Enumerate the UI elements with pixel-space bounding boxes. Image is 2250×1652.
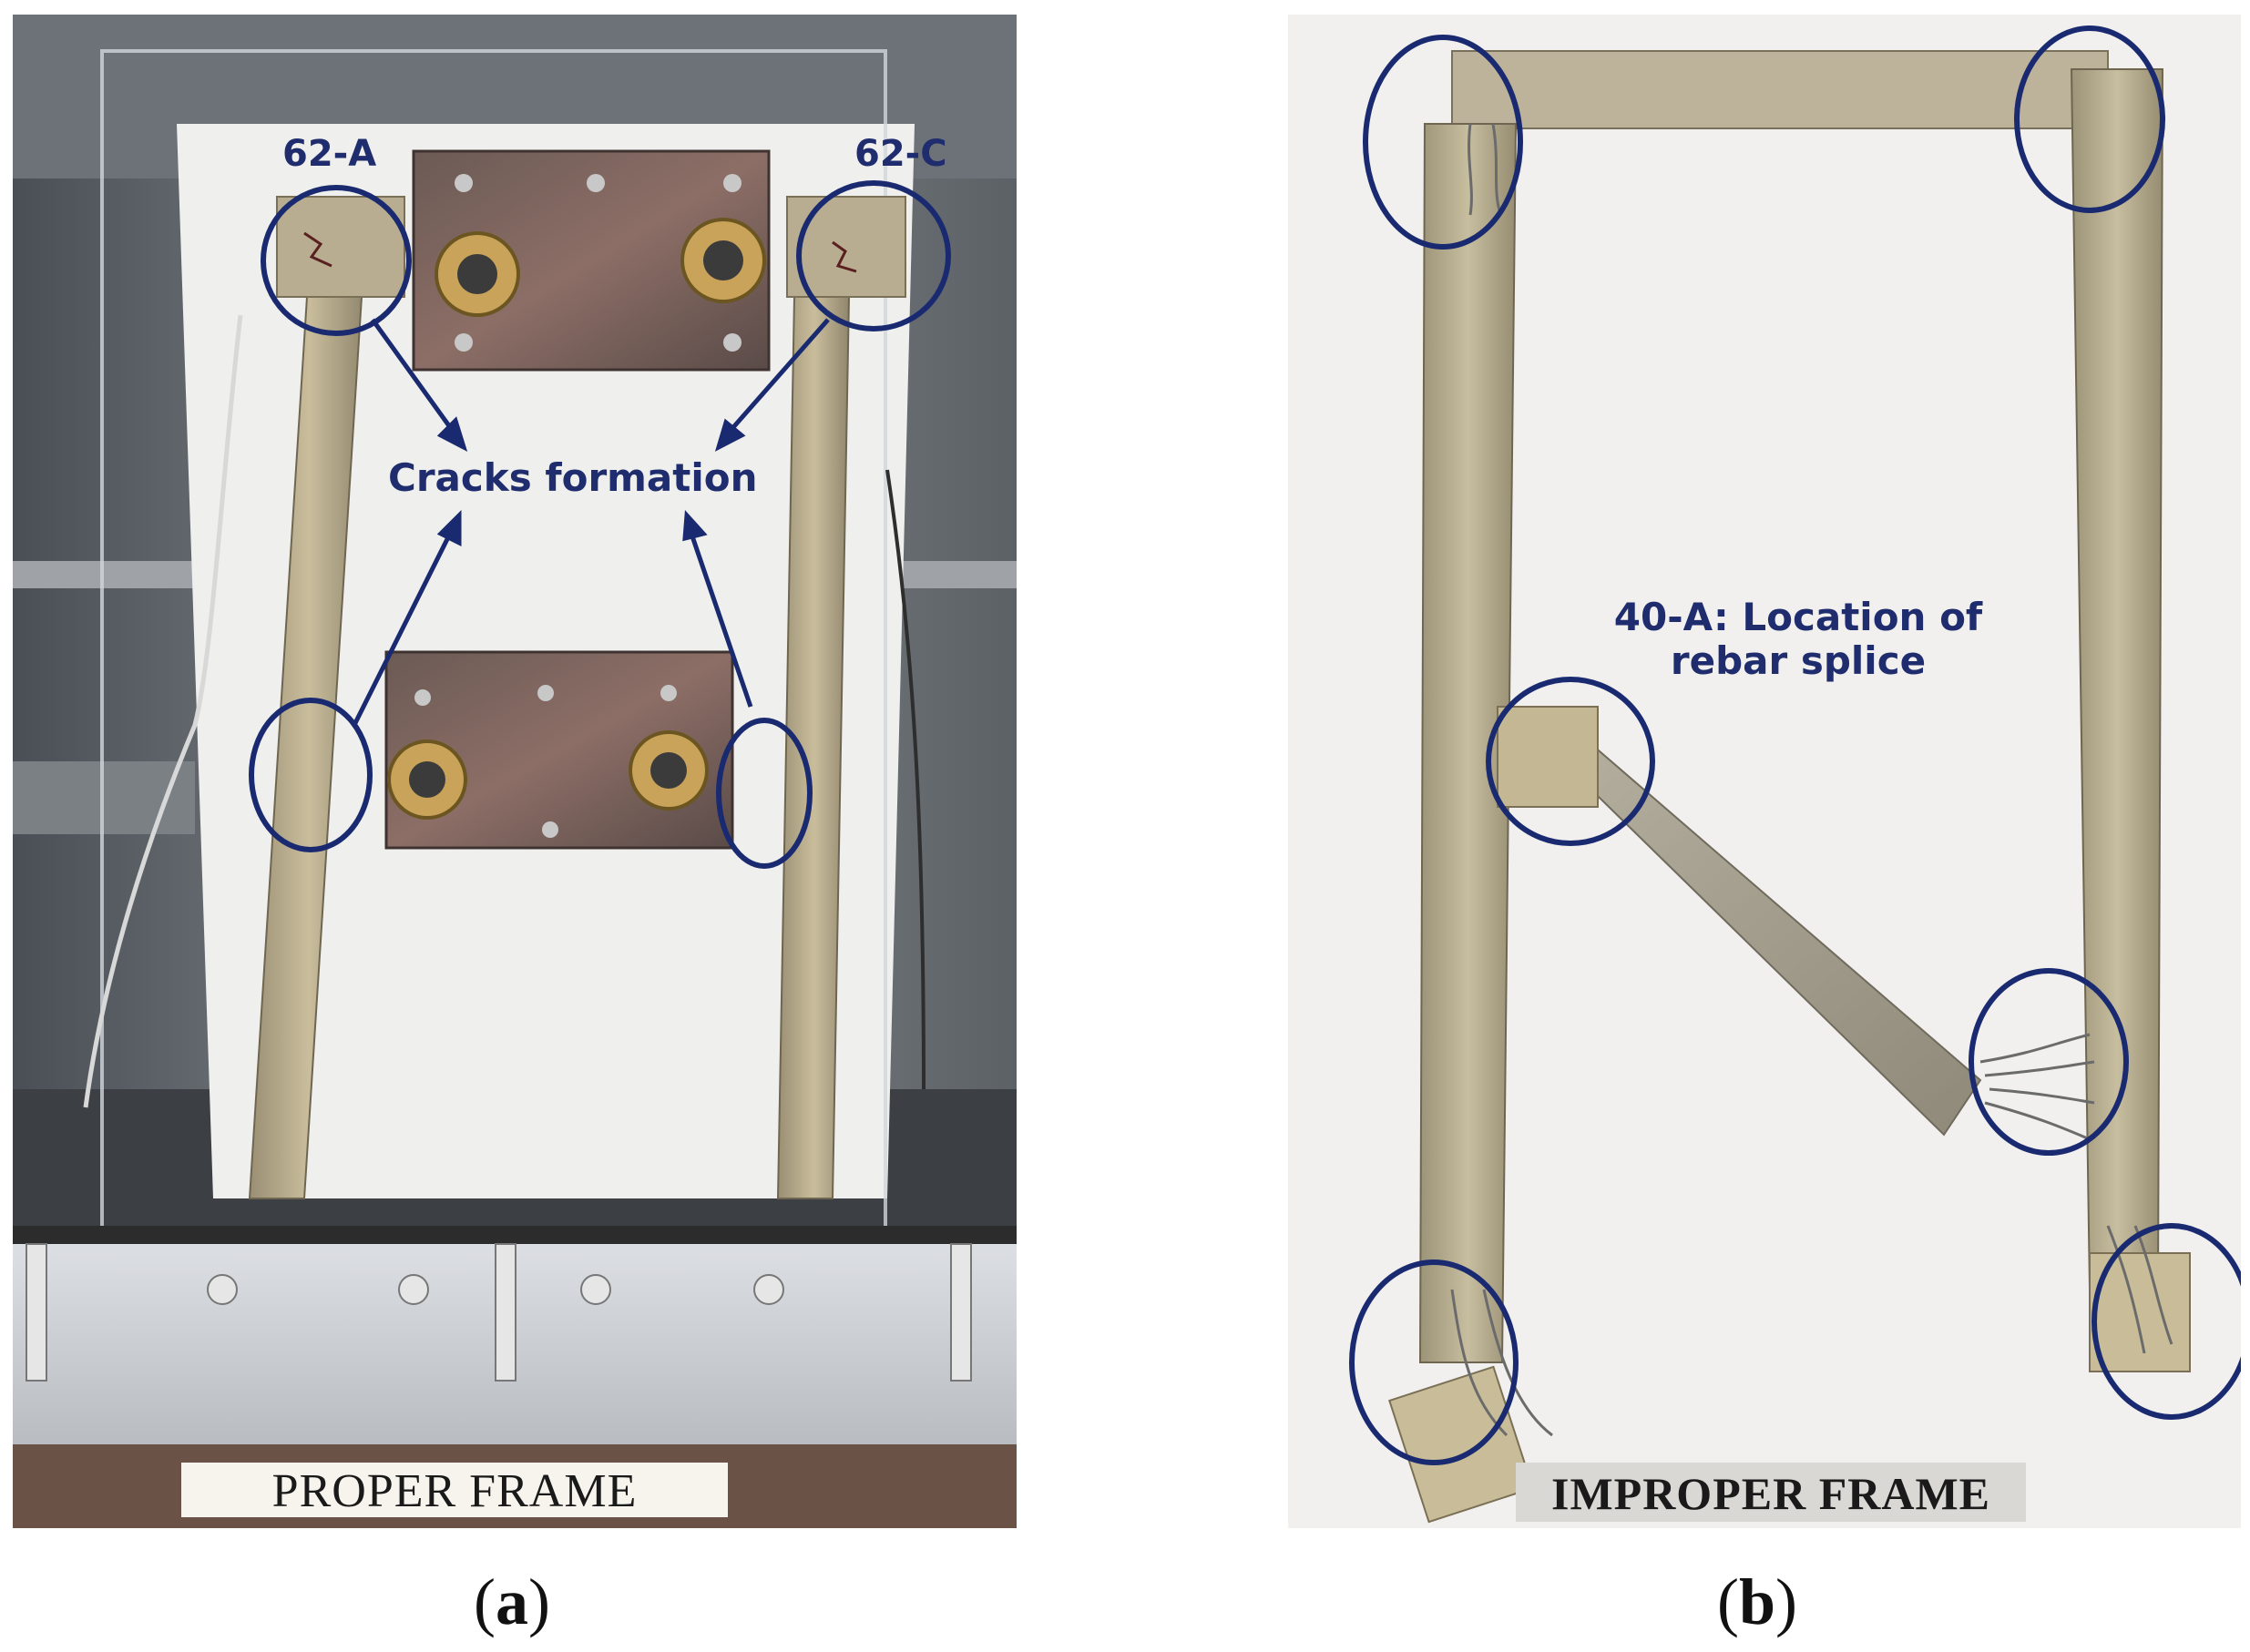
top-beam — [1451, 50, 2109, 129]
proper-frame-placard — [181, 1463, 728, 1517]
ellipse-diagonal-end — [1969, 968, 2129, 1156]
arrow-to-cracks-3 — [352, 532, 453, 727]
ellipse-bottom-left-joint — [1349, 1259, 1519, 1465]
caption-b: (b) — [1717, 1565, 1798, 1638]
specimen-label-62-A: 62-A — [282, 133, 377, 175]
rebar-splice-label-line2: rebar splice — [1670, 638, 1927, 684]
caption-a-letter: a — [495, 1565, 528, 1638]
ellipse-62-C — [796, 180, 951, 331]
ellipse-bottom-right-joint — [2091, 1223, 2241, 1420]
improper-frame-scene — [1288, 15, 2241, 1528]
arrow-to-cracks-1 — [370, 318, 457, 435]
panel-b-photo: 40-A: Location of rebar splice IMPROPER … — [1288, 15, 2241, 1528]
ellipse-right-mid-crack — [716, 718, 813, 869]
ellipse-left-mid-crack — [249, 698, 373, 852]
left-joint-block — [276, 196, 405, 298]
right-joint-block — [786, 196, 906, 298]
ellipse-top-left-joint — [1363, 35, 1523, 250]
proper-frame-label: PROPER FRAME — [271, 1465, 638, 1517]
rebar-splice-label-line1: 40-A: Location of — [1613, 595, 1983, 639]
panel-a-photo: 62-A 62-C Cracks formation PROPER FRAME — [13, 15, 1017, 1528]
improper-frame-label: IMPROPER FRAME — [1551, 1468, 1990, 1519]
cracks-formation-label: Cracks formation — [388, 455, 758, 500]
proper-frame-scene — [13, 15, 1017, 1528]
ellipse-62-A — [261, 185, 412, 336]
left-column — [1418, 123, 1518, 1363]
improper-frame-placard — [1516, 1463, 2026, 1522]
ellipse-40-A-splice — [1486, 677, 1655, 846]
arrow-to-cracks-2 — [726, 318, 830, 435]
caption-b-letter: b — [1738, 1565, 1776, 1638]
specimen-label-62-C: 62-C — [854, 133, 947, 175]
ellipse-top-right-joint — [2014, 25, 2165, 213]
caption-a: (a) — [474, 1565, 550, 1638]
rebar-splice-label: 40-A: Location of rebar splice — [1598, 595, 1999, 684]
arrow-to-cracks-4 — [689, 533, 753, 708]
